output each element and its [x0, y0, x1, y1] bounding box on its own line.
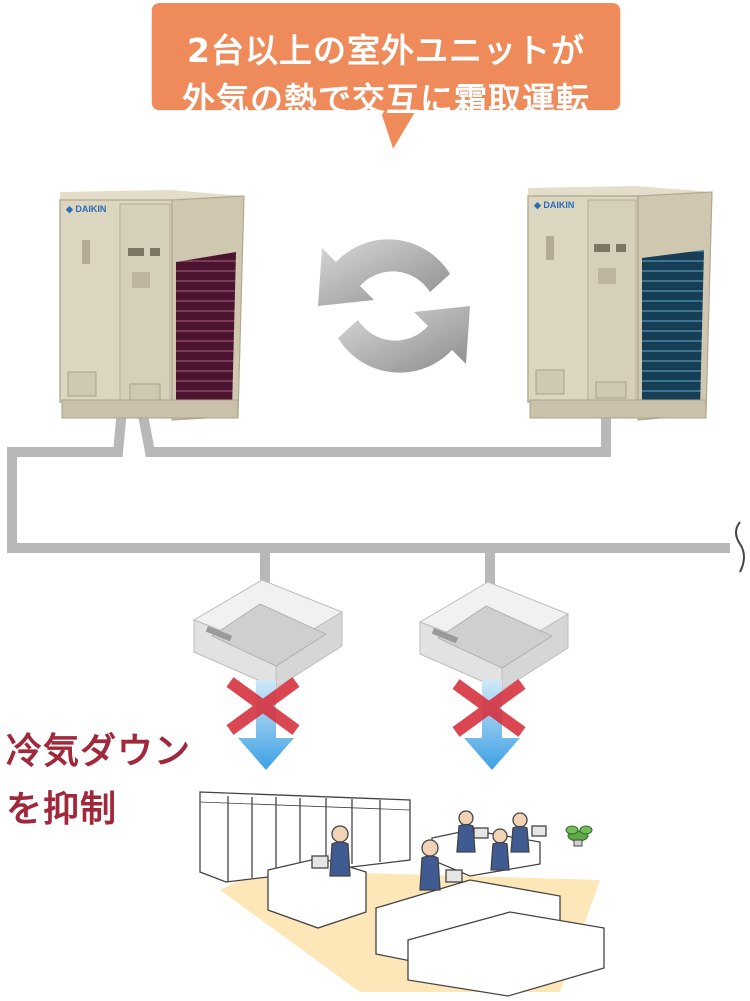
- callout-text: 2台以上の室外ユニットが 外気の熱で交互に霜取運転: [58, 26, 714, 124]
- callout-balloon: [151, 3, 621, 149]
- callout-line1: 2台以上の室外ユニットが: [187, 31, 585, 70]
- rotation-arrows-icon: [318, 239, 470, 373]
- plant-icon: [565, 825, 593, 847]
- office-worker: [510, 812, 530, 853]
- break-mark-icon: [735, 521, 745, 573]
- office-worker: [456, 810, 476, 853]
- side-label-line1: 冷気ダウン: [6, 731, 192, 772]
- indoor-unit-right: [418, 581, 570, 691]
- indoor-unit-left: [192, 579, 344, 689]
- down-arrow-icon: [464, 680, 520, 770]
- side-label-line2: を抑制: [6, 789, 118, 830]
- office-worker: [490, 828, 510, 871]
- cross-mark-icon: [452, 679, 526, 737]
- office-worker: [329, 825, 351, 877]
- refrigerant-piping: [7, 409, 730, 590]
- callout-line2: 外気の熱で交互に霜取運転: [182, 80, 590, 119]
- outdoor-unit-right: ◆ DAIKIN: [527, 186, 713, 421]
- down-arrow-icon: [238, 680, 294, 770]
- office-worker: [419, 839, 441, 891]
- office-room-illustration: [199, 791, 605, 997]
- cross-mark-icon: [226, 677, 300, 735]
- callout-shape: [151, 3, 621, 149]
- brand-logo: ◆ DAIKIN: [65, 204, 106, 214]
- brand-logo: ◆ DAIKIN: [533, 200, 574, 210]
- outdoor-unit-left: ◆ DAIKIN: [59, 190, 245, 421]
